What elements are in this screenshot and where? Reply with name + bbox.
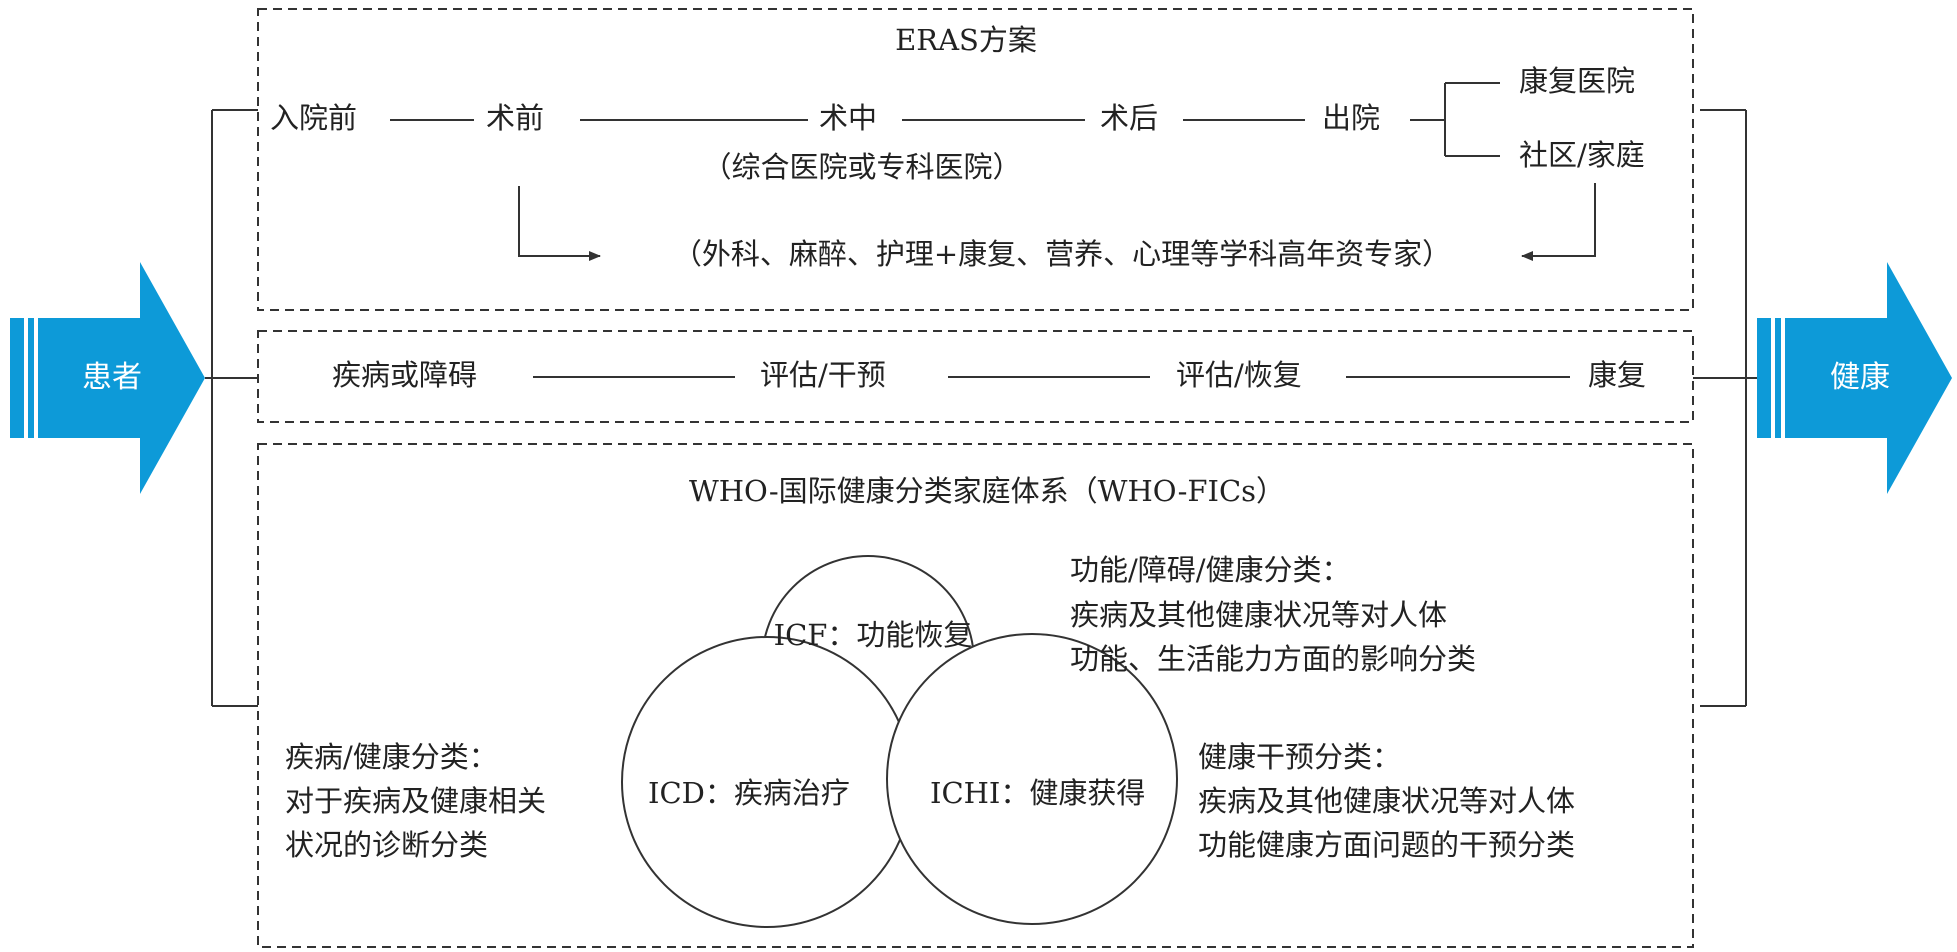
- stage-discharge: 出院: [1322, 101, 1381, 135]
- hospital-note: （综合医院或专科医院）: [702, 150, 1022, 184]
- who-title: WHO-国际健康分类家庭体系（WHO-FICs）: [688, 474, 1286, 508]
- ichi-desc-line2: 功能健康方面问题的干预分类: [1198, 828, 1576, 862]
- who-circles: [621, 555, 1178, 928]
- health-label: 健康: [1830, 360, 1890, 395]
- stage-intra-op: 术中: [819, 101, 878, 135]
- experts-arrow-right: [1521, 183, 1596, 261]
- icf-desc-line2: 功能、生活能力方面的影响分类: [1070, 642, 1477, 676]
- experts-arrow-left: [518, 186, 601, 261]
- ichi-desc-line1: 疾病及其他健康状况等对人体: [1198, 784, 1576, 818]
- ichi-desc-heading: 健康干预分类：: [1198, 740, 1402, 774]
- destination-community-family: 社区/家庭: [1519, 138, 1645, 172]
- icd-desc-line1: 对于疾病及健康相关: [285, 784, 547, 818]
- eras-connectors: [390, 82, 1500, 157]
- process-panel: [257, 330, 1694, 423]
- patient-label: 患者: [82, 360, 142, 395]
- step-rehabilitation: 康复: [1588, 358, 1647, 392]
- eras-panel: [257, 8, 1694, 311]
- step-assess-recover: 评估/恢复: [1176, 358, 1302, 392]
- icf-desc-line1: 疾病及其他健康状况等对人体: [1070, 598, 1448, 632]
- patient-arrow: [10, 262, 205, 494]
- icd-desc-heading: 疾病/健康分类：: [285, 740, 498, 774]
- destination-rehab-hospital: 康复医院: [1519, 64, 1636, 98]
- who-panel: [257, 443, 1694, 948]
- right-bracket: [1693, 109, 1757, 707]
- health-arrow: [1757, 262, 1952, 494]
- icf-desc-heading: 功能/障碍/健康分类：: [1070, 553, 1351, 587]
- step-assess-intervene: 评估/干预: [760, 358, 886, 392]
- eras-title: ERAS方案: [895, 23, 1037, 57]
- icd-desc-line2: 状况的诊断分类: [285, 828, 489, 862]
- step-disease: 疾病或障碍: [332, 358, 478, 392]
- icf-label: ICF：功能恢复: [773, 618, 973, 652]
- ichi-label: ICHI：健康获得: [930, 776, 1146, 810]
- experts-note: （外科、麻醉、护理+康复、营养、心理等学科高年资专家）: [672, 237, 1452, 271]
- stage-pre-admission: 入院前: [270, 101, 358, 135]
- icd-label: ICD：疾病治疗: [648, 776, 850, 810]
- stage-pre-op: 术前: [486, 101, 545, 135]
- left-bracket: [205, 109, 258, 707]
- stage-post-op: 术后: [1100, 101, 1159, 135]
